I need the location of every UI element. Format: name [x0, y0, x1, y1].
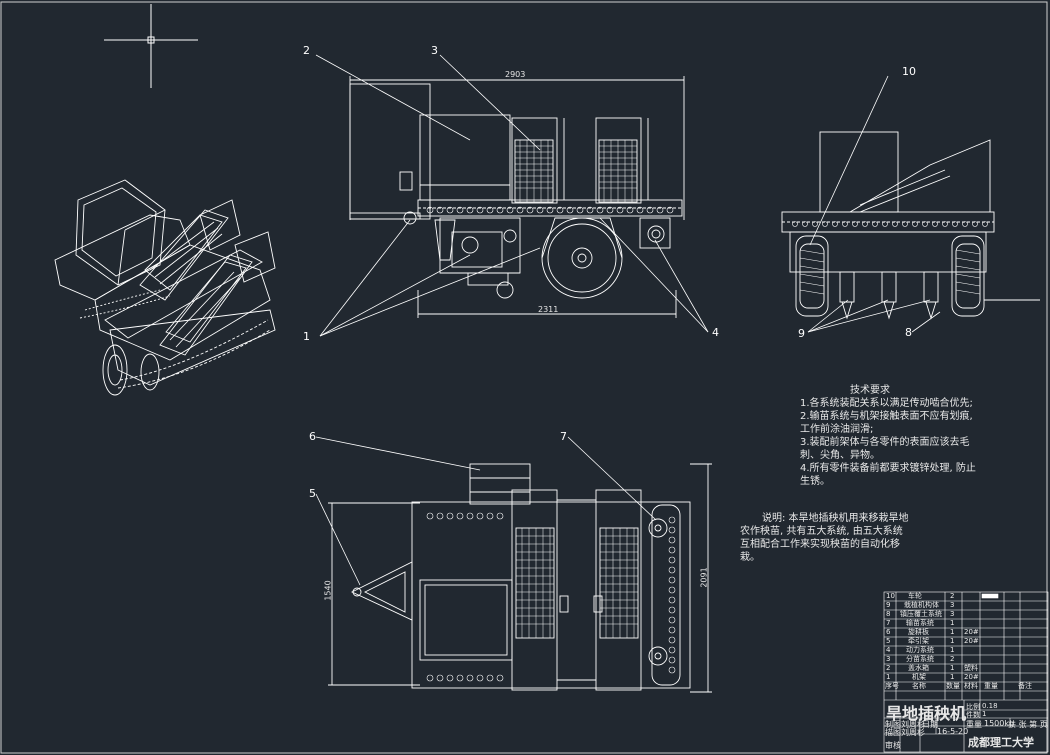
bom-header-no: 序号	[885, 682, 899, 690]
bom-mat: 20#	[964, 628, 979, 636]
callout-10: 10	[902, 65, 916, 78]
designer-name: 刘周杉	[901, 720, 925, 729]
weight-label: 重量	[966, 720, 982, 729]
reviewer-label: 审核	[885, 741, 901, 750]
callout-9: 9	[798, 327, 805, 340]
bom-no: 10	[886, 592, 895, 600]
callout-7: 7	[560, 430, 567, 443]
bom-qty: 1	[950, 646, 955, 654]
callout-4: 4	[712, 326, 719, 339]
bom-name: 动力系统	[906, 646, 934, 654]
drawing-date: 16-5-20	[937, 727, 969, 736]
bom-qty: 1	[950, 673, 955, 681]
qty-label: 件数	[966, 711, 980, 719]
date-label: 日期	[922, 720, 938, 729]
tech-item: 工作前涂油润滑;	[800, 424, 874, 435]
qty-value: 1	[982, 710, 987, 718]
bom-header-remark: 备注	[1018, 682, 1032, 690]
cad-cursor-crosshair	[104, 4, 198, 88]
bom-name: 车轮	[908, 592, 922, 600]
tech-item: 4.所有零件装备前都要求镀锌处理, 防止	[800, 463, 976, 474]
description-note: 说明: 本旱地插秧机用来移栽旱地农作秧苗, 共有五大系统, 由五大系统互相配合工…	[740, 513, 909, 563]
callout-8: 8	[905, 326, 912, 339]
bom-no: 4	[886, 646, 891, 654]
bom-no: 1	[886, 673, 891, 681]
tech-item: 3.装配前架体与各零件的表面应该去毛	[800, 437, 970, 448]
isometric-view	[54, 179, 276, 396]
front-view	[781, 131, 1040, 320]
bom-mat: 塑料	[964, 664, 978, 672]
bom-qty: 2	[950, 655, 955, 663]
callout-1: 1	[303, 330, 310, 343]
weight-value: 1500kg	[984, 719, 1015, 728]
bom-table: 10 车轮 2 9 栽植机构体 3 8 镇压覆土系统 3 7 输苗系统 1 6 …	[884, 592, 1048, 752]
designer-label: 制图	[885, 720, 901, 729]
scale-value: 0.18	[982, 702, 998, 710]
bom-mat: 20#	[964, 637, 979, 645]
bom-name: 旋耕板	[908, 628, 929, 636]
bom-no: 3	[886, 655, 891, 663]
plan-view	[328, 463, 712, 693]
bom-qty: 1	[950, 637, 955, 645]
tech-item: 2.输苗系统与机架接触表面不应有划痕,	[800, 411, 973, 422]
bom-no: 6	[886, 628, 891, 636]
callout-6: 6	[309, 430, 316, 443]
dimension-plan-width: 1540	[323, 580, 333, 601]
checker-name: 刘周杉	[901, 728, 925, 737]
bom-header-weight: 重量	[984, 682, 998, 690]
bom-name: 盖水箱	[908, 664, 929, 672]
bom-no: 8	[886, 610, 891, 618]
side-view-wheel	[541, 217, 623, 299]
bom-no: 5	[886, 637, 891, 645]
bom-name: 输苗系统	[906, 619, 934, 627]
bom-header-name: 名称	[912, 682, 926, 690]
bom-qty: 3	[950, 610, 955, 618]
school-name: 成都理工大学	[968, 736, 1034, 749]
technical-requirements: 技术要求 1.各系统装配关系以满足传动啮合优先; 2.输苗系统与机架接触表面不应…	[800, 384, 1000, 488]
dimension-overall-length: 2903	[505, 70, 526, 79]
front-view-right-wheel	[951, 235, 985, 317]
bom-header-qty: 数量	[946, 682, 960, 690]
bom-mat: 20#	[964, 673, 979, 681]
callout-5: 5	[309, 487, 316, 500]
dimension-wheelbase: 2311	[538, 305, 559, 314]
bom-name: 机架	[912, 673, 926, 681]
bom-name: 牵引架	[908, 637, 929, 645]
bom-qty: 1	[950, 619, 955, 627]
dimension-plan-length: 2091	[699, 567, 709, 588]
tech-item: 生锈。	[800, 476, 830, 487]
leader-lines	[315, 54, 941, 586]
bom-qty: 1	[950, 664, 955, 672]
bom-table-grid	[883, 591, 1049, 753]
scale-label: 比例	[966, 703, 980, 711]
bom-header-mat: 材料	[964, 682, 978, 690]
sheet-info: 共 张 第 页	[1008, 720, 1048, 729]
bom-qty: 1	[950, 628, 955, 636]
bom-name: 分苗系统	[906, 655, 934, 663]
tech-item: 1.各系统装配关系以满足传动啮合优先;	[800, 398, 973, 409]
front-view-left-wheel	[795, 235, 829, 317]
bom-no: 2	[886, 664, 891, 672]
bom-no: 7	[886, 619, 891, 627]
bom-no: 9	[886, 601, 891, 609]
bom-qty: 3	[950, 601, 955, 609]
bom-qty: 2	[950, 592, 955, 600]
callout-3: 3	[431, 44, 438, 57]
drawing-title: 旱地插秧机	[886, 704, 967, 723]
side-view	[349, 76, 685, 318]
checker-label: 描图	[885, 728, 901, 737]
callout-2: 2	[303, 44, 310, 57]
tech-item: 刺、尖角、异物。	[800, 450, 880, 461]
tech-heading: 技术要求	[850, 385, 890, 396]
bom-name: 镇压覆土系统	[900, 610, 942, 618]
bom-name: 栽植机构体	[904, 601, 939, 609]
